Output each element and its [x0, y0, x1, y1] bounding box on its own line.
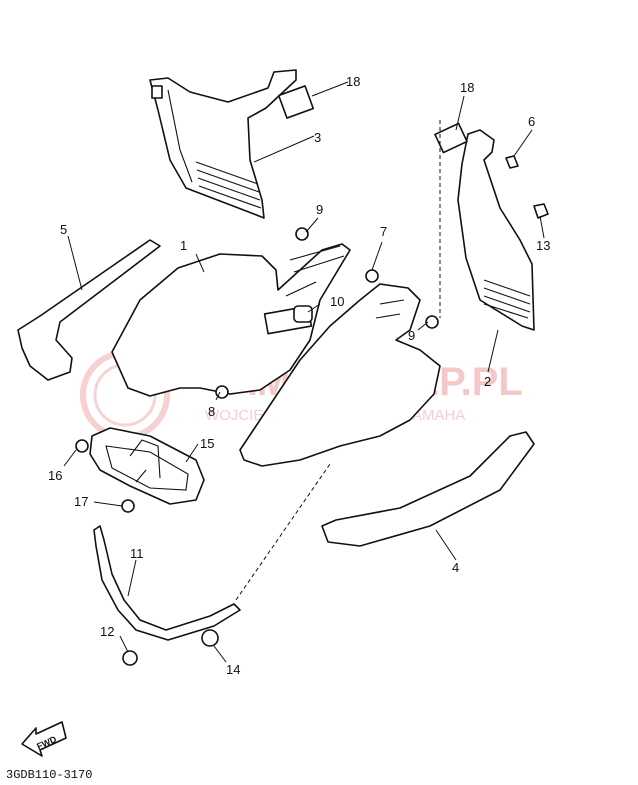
part-3-left-side-cover [149, 69, 297, 219]
part-12-bolt [122, 650, 138, 666]
part-11-stay [93, 525, 241, 641]
callout-11: 11 [130, 546, 144, 561]
part-6-bolt [505, 155, 519, 169]
part-18-pad-left [277, 85, 315, 119]
callout-18a: 18 [346, 74, 360, 89]
callout-10: 10 [330, 294, 344, 309]
callout-1: 1 [180, 238, 187, 253]
callout-9a: 9 [316, 202, 323, 217]
part-2-right-side-cover [457, 129, 535, 331]
part-1-front-fender [111, 243, 351, 397]
part-13-bolt [533, 203, 549, 219]
part-15-bracket [89, 427, 205, 505]
leader-lines [63, 81, 545, 663]
callout-13: 13 [536, 238, 550, 253]
callout-17: 17 [74, 494, 88, 509]
callout-5: 5 [60, 222, 67, 237]
drawing-code: 3GDB110-3170 [6, 768, 92, 782]
callout-12: 12 [100, 624, 114, 639]
callout-3: 3 [314, 130, 321, 145]
part-5-left-footrest-strip [17, 239, 161, 381]
callout-18b: 18 [460, 80, 474, 95]
fwd-arrow: FWD [21, 721, 67, 757]
part-18-pad-right [434, 122, 468, 154]
part-9-screw-upper [295, 227, 309, 241]
part-10-fastener [293, 305, 313, 323]
small-fasteners [75, 155, 549, 666]
part-7-grommet [365, 269, 379, 283]
part-4-right-footrest-strip [321, 431, 535, 547]
part-2-rear-fender [239, 283, 441, 467]
part-17-bolt [121, 499, 135, 513]
callout-7: 7 [380, 224, 387, 239]
callout-4: 4 [452, 560, 459, 575]
callout-9b: 9 [408, 328, 415, 343]
part-14-nut [201, 629, 219, 647]
callout-14: 14 [226, 662, 240, 677]
callout-16: 16 [48, 468, 62, 483]
callout-6: 6 [528, 114, 535, 129]
part-16-bolt [75, 439, 89, 453]
callout-8: 8 [208, 404, 215, 419]
callout-labels: 1 2 3 4 5 6 7 8 9 9 10 11 12 13 14 15 16… [48, 74, 550, 677]
callout-2: 2 [484, 374, 491, 389]
callout-15: 15 [200, 436, 214, 451]
part-9-screw-lower [425, 315, 439, 329]
